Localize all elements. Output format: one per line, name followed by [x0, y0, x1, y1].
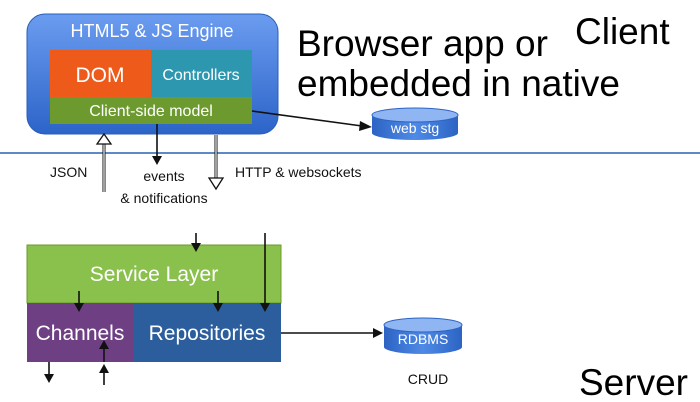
http-label: HTTP & websockets	[235, 164, 362, 180]
events-down-arrow	[152, 124, 162, 165]
crud-label: CRUD	[408, 371, 448, 387]
external-in-up-arrow	[99, 364, 109, 385]
web-storage-label: web stg	[390, 120, 439, 136]
service-layer-label: Service Layer	[90, 263, 218, 286]
http-to-repositories-arrow	[260, 233, 270, 312]
client-model-label: Client-side model	[89, 103, 213, 120]
rdbms-label: RDBMS	[398, 331, 449, 347]
repositories-box	[133, 303, 281, 362]
service-to-channels-arrow	[74, 291, 84, 312]
side-text-line1: Browser app or	[297, 23, 548, 64]
repositories-label: Repositories	[149, 322, 266, 345]
dom-label: DOM	[76, 64, 125, 87]
service-layer-box	[26, 244, 282, 304]
json-label: JSON	[50, 164, 87, 180]
engine-title: HTML5 & JS Engine	[70, 21, 233, 41]
model-to-storage-arrow	[251, 110, 372, 131]
json-up-arrow	[95, 132, 113, 192]
controllers-label: Controllers	[162, 67, 239, 84]
repositories-to-db-arrow	[281, 328, 383, 338]
channels-label: Channels	[36, 322, 125, 345]
channels-out-down-arrow	[44, 362, 54, 383]
rdbms-cylinder	[383, 317, 463, 354]
channels-up-arrow	[99, 340, 109, 362]
client-section-label: Client	[575, 11, 670, 52]
dom-box	[50, 50, 151, 97]
events-label-line1: events	[143, 168, 184, 184]
events-label-line2: & notifications	[120, 190, 207, 206]
channels-box	[27, 303, 133, 362]
side-text-line2: embedded in native	[297, 63, 620, 104]
into-service-arrow	[191, 233, 201, 252]
http-down-arrow	[207, 135, 225, 191]
server-section-label: Server	[579, 362, 688, 402]
web-storage-cylinder	[371, 107, 459, 140]
controllers-box	[151, 50, 252, 97]
service-to-repositories-arrow	[213, 291, 223, 312]
client-model-box	[50, 97, 252, 124]
